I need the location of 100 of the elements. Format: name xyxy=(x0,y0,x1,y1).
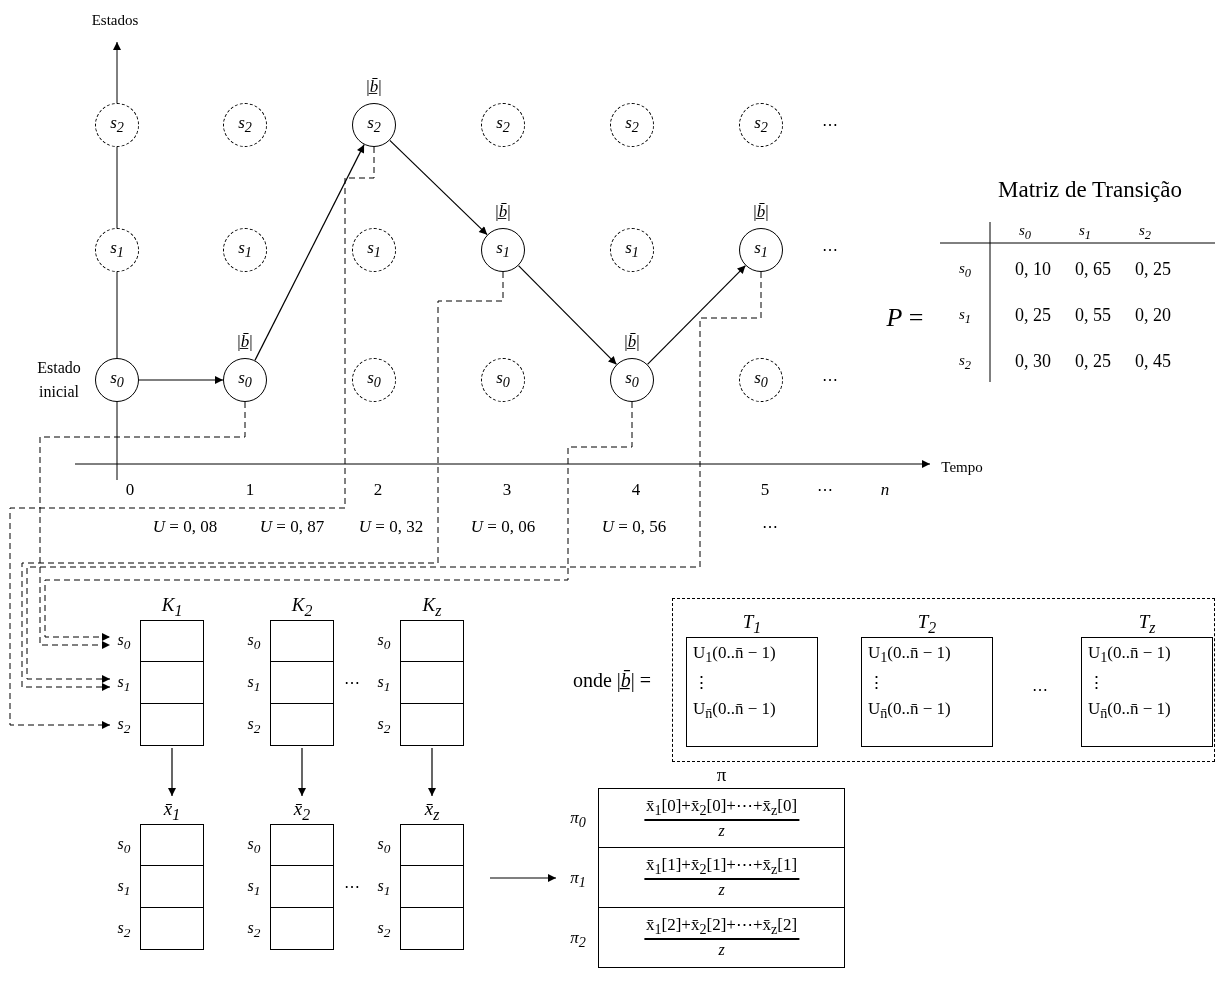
table-cell: s$_{1}$ xyxy=(958,305,972,327)
ellipsis: ⋯ xyxy=(344,674,360,692)
row-label: s$_{0}$ xyxy=(376,835,392,858)
arrow xyxy=(517,265,618,365)
arrow xyxy=(646,265,747,365)
possible-state-circle: s$_{0}$ xyxy=(352,358,396,402)
state-marker-label: |b̲̄| xyxy=(366,77,382,97)
ellipsis: ⋯ xyxy=(822,116,838,134)
ellipsis: ⋯ xyxy=(817,481,833,499)
table-cell: 0, 30 xyxy=(1015,352,1051,372)
row-label: π$_{1}$ xyxy=(569,868,587,892)
possible-state-circle: s$_{2}$ xyxy=(223,103,267,147)
vector-heading: x̄$_{2}$ xyxy=(292,797,312,825)
state-circle: s$_{2}$ xyxy=(352,103,396,147)
tick-label: n xyxy=(880,480,890,500)
possible-state-circle: s$_{1}$ xyxy=(610,228,654,272)
table-heading: T$_{2}$ xyxy=(916,610,938,638)
row-label: s$_{1}$ xyxy=(116,673,132,696)
row-label: s$_{0}$ xyxy=(116,835,132,858)
state-circle: s$_{0}$ xyxy=(95,358,139,402)
possible-state-circle: s$_{2}$ xyxy=(95,103,139,147)
table-cell: s$_{1}$ xyxy=(1078,221,1092,243)
formula-text: ⋮ xyxy=(693,672,710,695)
dashed-arrow xyxy=(39,401,246,649)
row-label: s$_{1}$ xyxy=(246,877,262,900)
table-cell: 0, 25 xyxy=(1075,352,1111,372)
arrow xyxy=(168,747,176,797)
table-cell: s$_{0}$ xyxy=(1018,221,1032,243)
vector-heading: K$_{z}$ xyxy=(421,593,443,621)
vector-heading: K$_{2}$ xyxy=(290,593,314,621)
arrow xyxy=(298,747,306,797)
tick-label: 1 xyxy=(245,480,255,500)
ellipsis: ⋯ xyxy=(762,518,778,536)
state-marker-label: |b̲̄| xyxy=(753,202,769,222)
row-label: π$_{0}$ xyxy=(569,808,587,832)
table-cell: 0, 55 xyxy=(1075,306,1111,326)
row-label: s$_{2}$ xyxy=(116,715,132,738)
row-label: s$_{2}$ xyxy=(246,715,262,738)
state-circle: s$_{1}$ xyxy=(481,228,525,272)
state-caption: Estado inicial xyxy=(36,358,82,402)
tick-label: 5 xyxy=(760,480,770,500)
formula-text: ⋮ xyxy=(1088,672,1105,695)
fraction-denominator: z xyxy=(718,822,725,840)
formula-text: ⋮ xyxy=(868,672,885,695)
row-label: s$_{0}$ xyxy=(376,631,392,654)
table-cell: 0, 25 xyxy=(1015,306,1051,326)
state-circle: s$_{0}$ xyxy=(610,358,654,402)
row-label: s$_{0}$ xyxy=(246,631,262,654)
arrow xyxy=(428,747,436,797)
table-heading: π xyxy=(715,763,728,787)
state-marker-label: |b̲̄| xyxy=(237,332,253,352)
axis-label: Estados xyxy=(91,11,139,29)
random-value-label: U = 0, 32 xyxy=(358,517,424,537)
vector-heading: x̄$_{1}$ xyxy=(162,797,182,825)
random-value-label: U = 0, 87 xyxy=(259,517,325,537)
dashed-arrow xyxy=(26,271,762,683)
ellipsis: ⋯ xyxy=(822,241,838,259)
possible-state-circle: s$_{2}$ xyxy=(610,103,654,147)
ellipsis: ⋯ xyxy=(344,878,360,896)
possible-state-circle: s$_{2}$ xyxy=(481,103,525,147)
row-label: π$_{2}$ xyxy=(569,928,587,952)
fraction-numerator: x̄$_{1}$[0]+x̄$_{2}$[0]+⋯+x̄$_{z}$[0] xyxy=(643,795,800,822)
row-label: s$_{2}$ xyxy=(376,919,392,942)
tick-label: 2 xyxy=(373,480,383,500)
fraction-numerator: x̄$_{1}$[2]+x̄$_{2}$[2]+⋯+x̄$_{z}$[2] xyxy=(643,914,800,941)
possible-state-circle: s$_{1}$ xyxy=(223,228,267,272)
ellipsis: ⋯ xyxy=(822,371,838,389)
state-circle: s$_{0}$ xyxy=(223,358,267,402)
table-cell: 0, 10 xyxy=(1015,260,1051,280)
table-cell: 0, 65 xyxy=(1075,260,1111,280)
possible-state-circle: s$_{1}$ xyxy=(352,228,396,272)
dashed-frame xyxy=(672,598,1215,762)
row-label: s$_{1}$ xyxy=(376,877,392,900)
dashed-arrow xyxy=(44,401,633,641)
possible-state-circle: s$_{0}$ xyxy=(481,358,525,402)
state-marker-label: |b̲̄| xyxy=(495,202,511,222)
formula-text: U$_{1}$(0..n̄ − 1) xyxy=(1088,642,1171,668)
formula-text: U$_{1}$(0..n̄ − 1) xyxy=(868,642,951,668)
ellipsis: ⋯ xyxy=(1032,681,1048,699)
table-heading: T$_{1}$ xyxy=(741,610,763,638)
row-label: s$_{2}$ xyxy=(116,919,132,942)
fraction-numerator: x̄$_{1}$[1]+x̄$_{2}$[1]+⋯+x̄$_{z}$[1] xyxy=(643,854,800,881)
row-label: s$_{2}$ xyxy=(376,715,392,738)
matrix-title: Matriz de Transição xyxy=(998,177,1182,203)
vector-heading: x̄$_{z}$ xyxy=(423,797,441,825)
fraction-denominator: z xyxy=(718,941,725,959)
equation-text: onde |b̲̄| = xyxy=(572,669,652,691)
table-cell: s$_{2}$ xyxy=(1138,221,1152,243)
dashed-arrow xyxy=(9,146,375,729)
arrow xyxy=(489,874,557,882)
arrow xyxy=(254,144,365,361)
fraction-denominator: z xyxy=(718,881,725,899)
random-value-label: U = 0, 08 xyxy=(152,517,218,537)
axis-label: Tempo xyxy=(941,458,983,476)
random-value-label: U = 0, 06 xyxy=(470,517,536,537)
table-heading: T$_{z}$ xyxy=(1137,610,1157,638)
vector-heading: K$_{1}$ xyxy=(160,593,184,621)
table-cell: 0, 45 xyxy=(1135,352,1171,372)
state-circle: s$_{1}$ xyxy=(739,228,783,272)
row-label: s$_{1}$ xyxy=(246,673,262,696)
